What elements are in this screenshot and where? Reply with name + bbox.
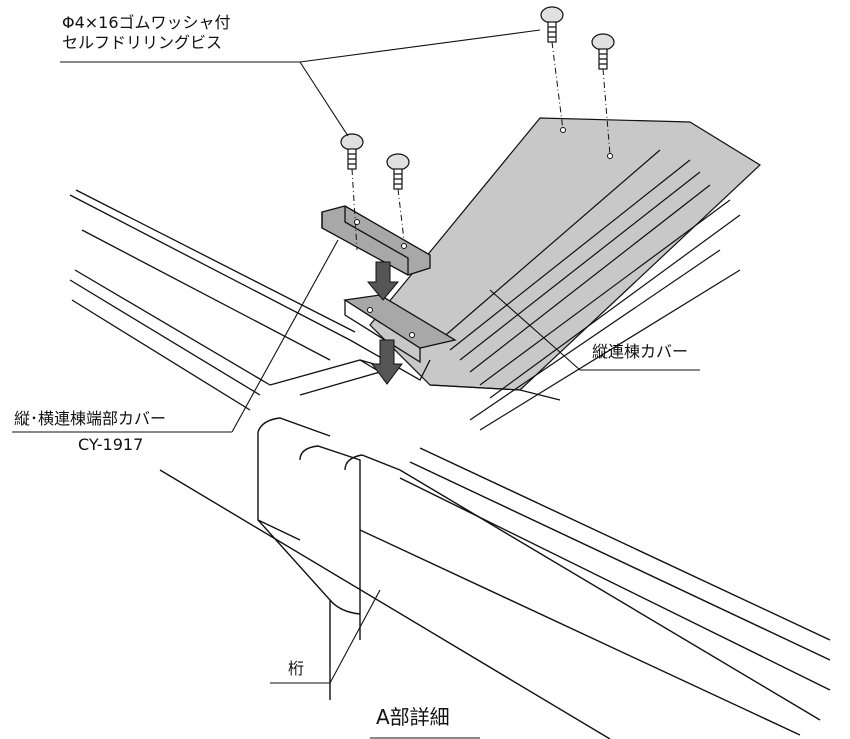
end-cover-label-line1: 縦･横連棟端部カバー <box>14 409 167 428</box>
leader-lines <box>12 29 700 739</box>
screw-label-line1: Φ4×16ゴムワッシャ付 <box>62 13 231 32</box>
figure-caption: A部詳細 <box>376 705 450 729</box>
assembly-arrows <box>366 261 403 385</box>
screw-icon-3 <box>340 133 364 170</box>
vertical-ridge-cover-label: 縦連棟カバー <box>592 342 689 361</box>
screw-label-line2: セルフドリリングビス <box>62 33 223 52</box>
vertical-ridge-cover <box>369 117 761 401</box>
screw-icon-1 <box>540 6 564 43</box>
beam-label: 桁 <box>288 659 305 678</box>
beam-body <box>159 417 831 739</box>
end-cover-bracket <box>321 205 457 381</box>
left-rail <box>69 189 396 411</box>
screw-icon-4 <box>386 153 410 190</box>
screw-holes <box>354 127 613 338</box>
right-rail <box>439 149 741 431</box>
screw-axis-lines <box>351 41 611 251</box>
screw-icon-2 <box>591 33 615 70</box>
end-cover-part-number: CY-1917 <box>78 435 144 454</box>
screw-icons <box>340 6 615 190</box>
